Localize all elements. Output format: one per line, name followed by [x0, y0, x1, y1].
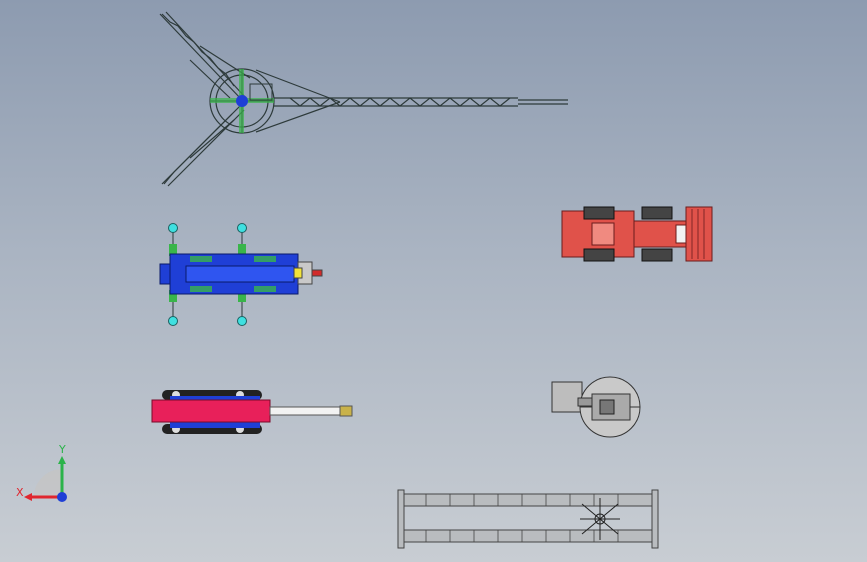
y-axis-label: Y	[58, 443, 66, 456]
coordinate-triad: X Y	[14, 442, 76, 508]
chassis-top-view-icon	[159, 223, 323, 326]
crane-boom-assembly[interactable]	[150, 8, 580, 193]
x-axis-label: X	[16, 486, 24, 499]
track-unit-side-view-icon	[151, 390, 353, 434]
double-truss-frame[interactable]	[396, 488, 660, 552]
pink-track-boom-unit[interactable]	[150, 388, 360, 438]
turntable-cab-unit[interactable]	[548, 376, 644, 438]
axis-triad-icon: X Y	[16, 443, 67, 502]
truss-frame-view-icon	[397, 489, 659, 549]
turntable-top-view-icon	[551, 376, 641, 438]
red-loader-vehicle[interactable]	[558, 205, 720, 265]
blue-crawler-chassis[interactable]	[158, 220, 328, 328]
loader-top-view-icon	[561, 206, 713, 262]
crane-top-view-icon	[159, 11, 568, 187]
